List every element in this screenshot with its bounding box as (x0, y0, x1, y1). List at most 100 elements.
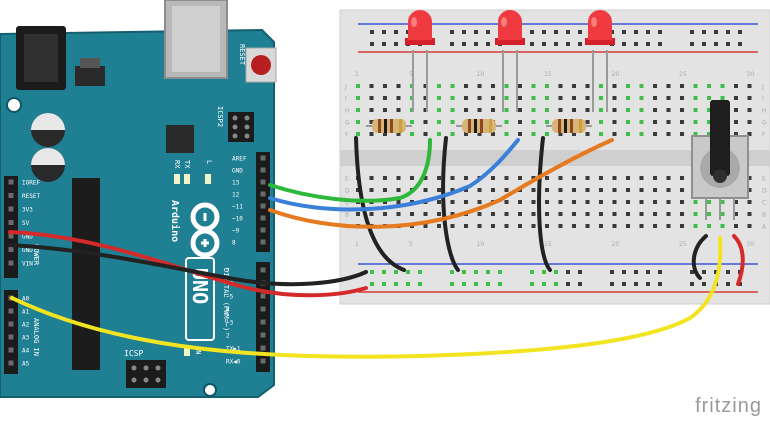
breadboard-hole (423, 132, 428, 136)
breadboard-hole (464, 224, 468, 228)
breadboard-hole (450, 188, 455, 192)
breadboard-hole (383, 212, 387, 216)
breadboard-hole (504, 132, 509, 136)
resistor-2 (456, 119, 502, 133)
breadboard-hole (572, 200, 576, 204)
breadboard-hole (558, 200, 563, 204)
breadboard-hole (634, 30, 638, 34)
breadboard-hole (558, 188, 563, 192)
breadboard-hole (558, 108, 563, 112)
row-letter: H (345, 108, 350, 115)
breadboard-hole (622, 42, 626, 46)
breadboard-hole (518, 176, 522, 180)
breadboard-hole (383, 84, 387, 88)
breadboard-hole (530, 270, 534, 274)
breadboard-hole (626, 176, 630, 180)
digital-label: DIGITAL (PWM=~) (222, 268, 230, 331)
pin-label: ~11 (232, 204, 243, 211)
breadboard-hole (410, 120, 414, 124)
power-pins (8, 179, 14, 266)
row-letter: I (345, 96, 347, 103)
breadboard-hole (680, 96, 684, 100)
breadboard-hole (626, 132, 630, 136)
breadboard-hole (572, 224, 576, 228)
breadboard-hole (726, 270, 730, 274)
breadboard-hole (542, 270, 546, 274)
breadboard-hole (382, 30, 386, 34)
mounting-hole (203, 383, 217, 397)
breadboard-hole (383, 96, 387, 100)
breadboard-hole (558, 176, 563, 180)
header-pin (8, 179, 14, 185)
header-pin (8, 321, 14, 327)
breadboard-hole (726, 30, 730, 34)
breadboard-hole (612, 212, 617, 216)
breadboard-hole (720, 224, 725, 228)
breadboard-hole (450, 270, 454, 274)
breadboard-hole (410, 212, 414, 216)
breadboard-hole (558, 224, 563, 228)
breadboard-hole (531, 200, 536, 204)
header-pin (260, 215, 266, 221)
breadboard-hole (599, 224, 603, 228)
breadboard-hole (356, 84, 360, 88)
breadboard-hole (450, 282, 454, 286)
breadboard-hole (423, 176, 428, 180)
breadboard-hole (450, 84, 455, 88)
row-letter: B (345, 212, 349, 219)
reset-button[interactable] (245, 47, 277, 83)
breadboard-hole (437, 176, 441, 180)
breadboard-hole (464, 84, 468, 88)
breadboard-hole (542, 282, 546, 286)
header-pin (260, 179, 266, 185)
breadboard-hole (693, 84, 698, 88)
on-label: ON (194, 346, 202, 354)
breadboard-hole (622, 270, 626, 274)
breadboard-hole (653, 132, 657, 136)
breadboard-hole (531, 108, 536, 112)
breadboard-hole (639, 200, 644, 204)
power-header (4, 176, 18, 278)
breadboard-hole (394, 282, 398, 286)
breadboard-hole (370, 282, 374, 286)
header-pin (8, 260, 14, 266)
breadboard-hole (437, 132, 441, 136)
arduino-board: RESET ICSP2 TX RX L Arduino (0, 0, 277, 398)
pin-label: A2 (22, 322, 30, 329)
breadboard-hole (572, 84, 576, 88)
pin-label: GND (232, 168, 243, 175)
wire-black-gnd-power (8, 243, 368, 287)
breadboard-hole (369, 212, 374, 216)
breadboard-hole (518, 96, 522, 100)
tx-led (174, 174, 180, 184)
row-letter: C (762, 200, 766, 207)
breadboard-hole (646, 30, 650, 34)
breadboard-hole (578, 42, 582, 46)
breadboard-hole (396, 176, 401, 180)
breadboard-hole (370, 30, 374, 34)
row-letter: D (345, 188, 350, 195)
breadboard-hole (610, 282, 614, 286)
breadboard-hole (639, 108, 644, 112)
breadboard-hole (626, 108, 630, 112)
header-pin (8, 347, 14, 353)
wire-black-gnd-2 (441, 136, 460, 272)
breadboard-hole (477, 108, 482, 112)
breadboard-hole (418, 270, 422, 274)
breadboard-hole (680, 188, 684, 192)
breadboard-hole (653, 212, 657, 216)
breadboard-hole (369, 96, 374, 100)
breadboard-hole (477, 212, 482, 216)
breadboard-hole (474, 42, 478, 46)
breadboard-hole (545, 96, 549, 100)
breadboard-hole (653, 200, 657, 204)
breadboard-hole (450, 96, 455, 100)
breadboard-hole (572, 108, 576, 112)
breadboard-hole (491, 176, 495, 180)
breadboard-hole (707, 84, 711, 88)
breadboard-hole (464, 188, 468, 192)
breadboard-hole (558, 84, 563, 88)
breadboard-hole (370, 270, 374, 274)
